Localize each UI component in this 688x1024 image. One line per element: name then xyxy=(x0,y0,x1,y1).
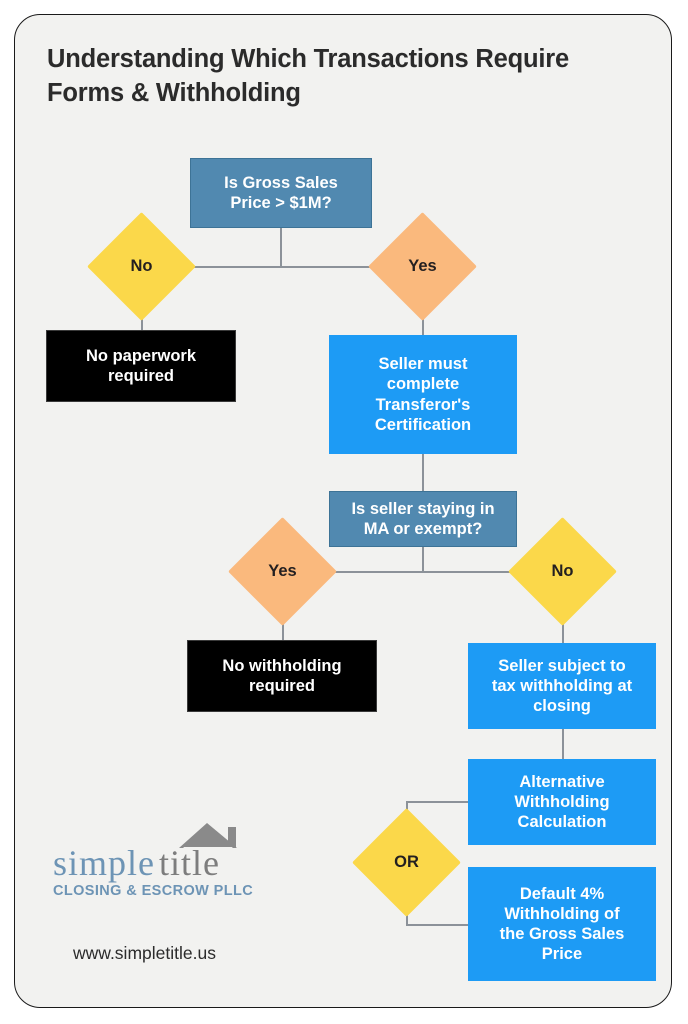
logo-word-secondary: title xyxy=(159,843,220,883)
connector-q1-branch xyxy=(141,266,421,268)
node-alternative-withholding-calculation[interactable]: Alternative Withholding Calculation xyxy=(468,759,656,845)
connector-q2-down xyxy=(422,546,424,572)
node-line: Alternative xyxy=(519,772,605,791)
connector-withholding-to-alt xyxy=(562,729,564,759)
connector-or-bottom-horizontal xyxy=(406,924,470,926)
node-line: required xyxy=(107,367,175,385)
logo-word-primary: simple xyxy=(53,843,155,883)
node-is-gross-sales-price[interactable]: Is Gross Sales Price > $1M? xyxy=(190,158,372,228)
node-line: tax withholding at xyxy=(491,676,633,695)
node-transferor-certification[interactable]: Seller must complete Transferor's Certif… xyxy=(329,335,517,454)
node-q2-yes-diamond[interactable]: Yes xyxy=(228,517,337,626)
connector-or-top-horizontal xyxy=(406,801,470,803)
page-title-line-1: Understanding Which Transactions xyxy=(47,45,469,73)
node-is-seller-staying-in-ma[interactable]: Is seller staying in MA or exempt? xyxy=(329,491,517,547)
node-no-withholding-required[interactable]: No withholding required xyxy=(187,640,377,712)
node-q1-yes-diamond[interactable]: Yes xyxy=(368,212,477,321)
node-line: closing xyxy=(533,697,591,716)
logo-tagline: CLOSING & ESCROW PLLC xyxy=(53,883,254,899)
node-line: MA or exempt? xyxy=(363,520,483,538)
node-line: Withholding of xyxy=(504,904,620,923)
connector-cert-to-q2 xyxy=(422,454,424,495)
infographic-card: Understanding Which Transactions Require… xyxy=(14,14,672,1008)
node-line: No paperwork xyxy=(85,346,197,365)
node-line: Seller subject to xyxy=(498,656,626,675)
node-no-paperwork-required[interactable]: No paperwork required xyxy=(46,330,236,402)
node-line: complete xyxy=(386,375,460,394)
node-line: Price xyxy=(541,945,583,964)
node-default-4-percent-withholding[interactable]: Default 4% Withholding of the Gross Sale… xyxy=(468,867,656,981)
diamond-label: Yes xyxy=(408,257,437,275)
node-line: Is seller staying in xyxy=(351,499,495,518)
node-line: the Gross Sales xyxy=(499,925,625,943)
diamond-label: Yes xyxy=(268,562,297,580)
node-line: Price > $1M? xyxy=(230,194,332,212)
node-line: Withholding xyxy=(514,792,610,811)
diamond-label: No xyxy=(551,562,574,580)
node-line: Calculation xyxy=(517,813,607,832)
node-line: Transferor's xyxy=(375,395,471,414)
house-roof-icon xyxy=(179,823,237,848)
connector-q1-down xyxy=(280,227,282,267)
node-line: Certification xyxy=(374,415,472,434)
node-line: required xyxy=(248,677,315,695)
node-line: Default 4% xyxy=(519,884,605,903)
page-title-line-2: Require Forms & Withholding xyxy=(47,45,569,107)
node-line: No withholding xyxy=(222,656,342,675)
node-q1-no-diamond[interactable]: No xyxy=(87,212,196,321)
diamond-label: No xyxy=(130,257,153,275)
node-seller-subject-to-withholding[interactable]: Seller subject to tax withholding at clo… xyxy=(468,643,656,729)
node-q2-no-diamond[interactable]: No xyxy=(508,517,617,626)
connector-q2no-down xyxy=(562,610,564,643)
connector-q2-branch xyxy=(282,571,563,573)
flowchart-stage: Understanding Which Transactions Require… xyxy=(15,15,671,1007)
node-line: Seller must xyxy=(378,355,468,374)
node-or-diamond[interactable]: OR xyxy=(352,808,461,917)
logo-website-url: www.simpletitle.us xyxy=(73,943,216,963)
diamond-label: OR xyxy=(394,853,419,871)
node-line: Is Gross Sales xyxy=(224,173,338,192)
page-title: Understanding Which Transactions Require… xyxy=(47,43,607,111)
